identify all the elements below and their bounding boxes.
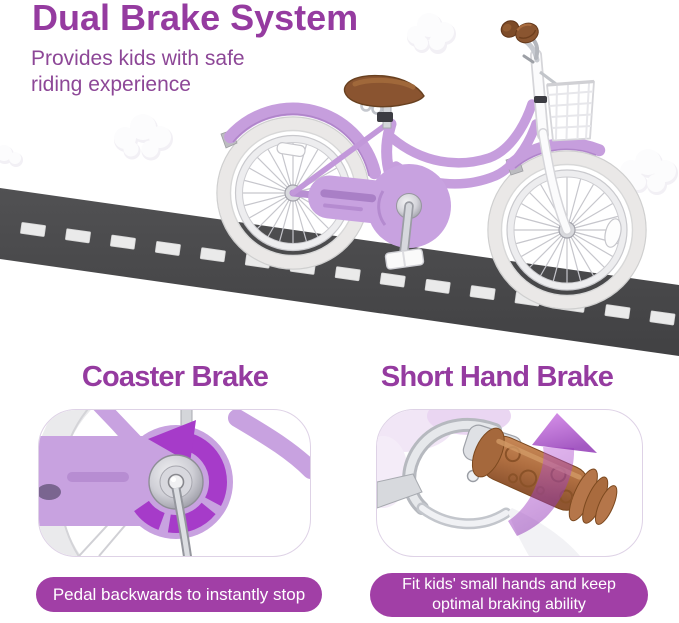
caption-short-hand-brake: Fit kids' small hands and keep optimal b… bbox=[370, 573, 648, 617]
seat-stay bbox=[290, 121, 390, 196]
cloud-far-left bbox=[0, 145, 23, 167]
caption-coaster-brake: Pedal backwards to instantly stop bbox=[36, 577, 322, 612]
front-reflector bbox=[604, 218, 622, 248]
basket-mesh bbox=[547, 83, 594, 140]
hub-closeup bbox=[148, 454, 204, 510]
saddle-assembly bbox=[343, 74, 425, 129]
left-grip bbox=[500, 20, 520, 38]
feature-heading-short-hand-brake: Short Hand Brake bbox=[380, 361, 614, 393]
page-title: Dual Brake System bbox=[32, 0, 359, 38]
fork-and-stem bbox=[530, 49, 572, 235]
rear-fender bbox=[220, 102, 381, 180]
handlebar bbox=[500, 20, 540, 64]
coaster-brake-detail-image bbox=[38, 409, 311, 557]
hand-brake-detail-image bbox=[376, 409, 643, 557]
guard-slot-hole bbox=[39, 484, 61, 500]
basket-rim bbox=[546, 79, 595, 87]
cloud-left bbox=[114, 114, 173, 161]
front-fender bbox=[505, 137, 606, 176]
crank-arm bbox=[401, 203, 412, 255]
hand-brake-closeup bbox=[377, 410, 618, 556]
seat-clamp bbox=[377, 112, 393, 122]
stem-clamp bbox=[534, 96, 547, 103]
bike bbox=[216, 20, 647, 310]
squeeze-rotate-arrow-icon bbox=[508, 413, 597, 536]
rotate-backward-arrow-icon bbox=[125, 420, 227, 533]
rear-reflector bbox=[276, 142, 306, 158]
cloud-top-right bbox=[407, 13, 456, 54]
coaster-brake-closeup bbox=[39, 410, 310, 556]
right-grip bbox=[515, 22, 539, 44]
feature-heading-coaster-brake: Coaster Brake bbox=[81, 361, 269, 393]
page-subtitle: Provides kids with safe riding experienc… bbox=[31, 47, 245, 96]
basket bbox=[539, 70, 595, 142]
chain-guard bbox=[308, 164, 451, 270]
brake-lever-small bbox=[522, 54, 535, 64]
pedal bbox=[384, 248, 425, 270]
